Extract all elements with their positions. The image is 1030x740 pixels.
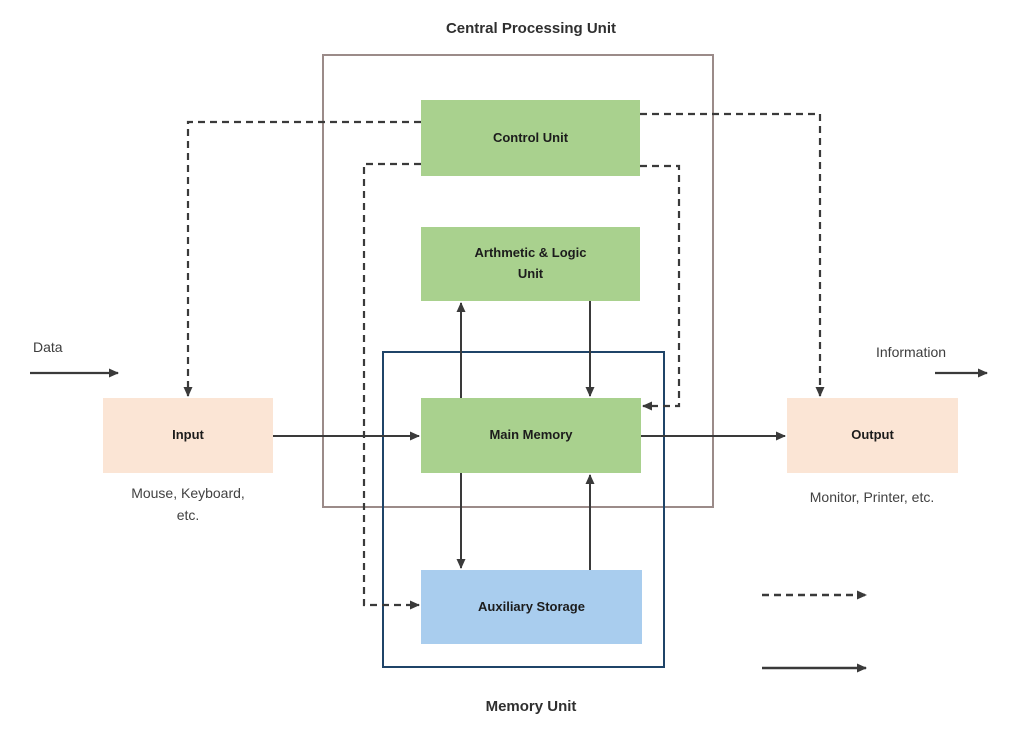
node-auxiliary-storage: Auxiliary Storage <box>421 570 642 644</box>
dashed-arrow-control-unit-to-auxiliary-storage <box>362 162 421 610</box>
input-label: Input <box>172 427 204 443</box>
dashed-arrow-control-unit-to-input <box>183 120 421 397</box>
alu-label: Arthmetic & Logic Unit <box>474 245 587 281</box>
auxiliary-storage-label: Auxiliary Storage <box>478 598 585 614</box>
node-main-memory: Main Memory <box>421 398 641 473</box>
cpu-group-outline <box>322 54 714 508</box>
dashed-arrow-control-unit-to-output <box>640 112 825 397</box>
dashed-arrow-control-unit-to-main-memory <box>640 164 681 411</box>
cpu-group-title: Central Processing Unit <box>445 20 617 37</box>
control-unit-label: Control Unit <box>492 129 569 145</box>
node-input: Input <box>103 398 273 473</box>
node-control-unit: Control Unit <box>421 100 640 176</box>
input-caption: Mouse, Keyboard, etc. <box>131 485 245 523</box>
node-alu: Arthmetic & Logic Unit <box>421 227 640 301</box>
information-label: Information <box>876 344 947 360</box>
output-label: Output <box>851 427 894 443</box>
node-output: Output <box>787 398 958 473</box>
output-caption: Monitor, Printer, etc. <box>809 489 935 505</box>
main-memory-label: Main Memory <box>489 427 573 443</box>
data-label: Data <box>33 339 63 355</box>
memory-group-outline <box>382 351 665 668</box>
memory-group-title: Memory Unit <box>485 698 577 715</box>
